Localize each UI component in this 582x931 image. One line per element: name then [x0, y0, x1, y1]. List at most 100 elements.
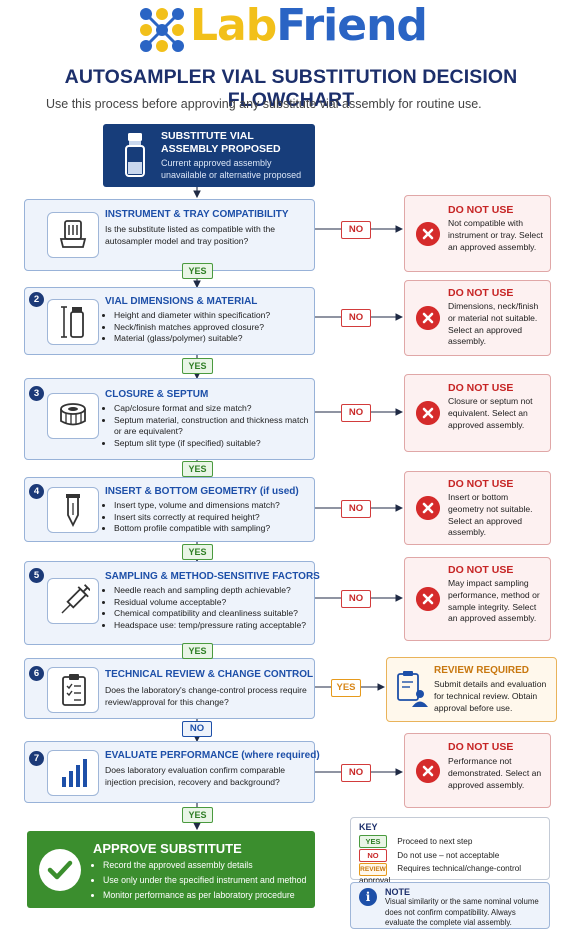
do-not-use-box: DO NOT USE Closure or septum not equival…: [404, 374, 551, 452]
key-chip-review: REVIEW: [359, 863, 387, 876]
no-label: NO: [341, 309, 371, 327]
do-not-use-box: DO NOT USE Insert or bottom geometry not…: [404, 471, 551, 545]
vial-icon: [125, 133, 145, 177]
step-7-box: EVALUATE PERFORMANCE (where required) Do…: [24, 741, 320, 803]
key-row-yes: YES Proceed to next step: [359, 835, 472, 848]
labfriend-logo: LabFriend: [138, 0, 444, 58]
do-not-use-box: DO NOT USE Dimensions, neck/finish or ma…: [404, 280, 551, 356]
bar-chart-icon: [62, 759, 87, 787]
step-3-bullet: Cap/closure format and size match?: [114, 403, 310, 415]
yes-label: YES: [182, 461, 213, 477]
step-4-bullet: Insert type, volume and dimensions match…: [114, 500, 310, 512]
step-5-box: SAMPLING & METHOD-SENSITIVE FACTORS Need…: [24, 561, 320, 645]
review-person-icon: [397, 671, 428, 707]
start-title: SUBSTITUTE VIAL ASSEMBLY PROPOSED: [161, 130, 281, 155]
step-6-title: TECHNICAL REVIEW & CHANGE CONTROL: [105, 669, 314, 680]
yes-label: YES: [182, 358, 213, 374]
step-2-number: 2: [29, 292, 44, 307]
step-6-number: 6: [29, 666, 44, 681]
step-3-title: CLOSURE & SEPTUM: [105, 389, 209, 400]
do-not-use-title: DO NOT USE: [448, 382, 514, 394]
approve-bullet: Record the approved assembly details: [103, 858, 311, 873]
do-not-use-title: DO NOT USE: [448, 564, 514, 576]
yes-label: YES: [182, 807, 213, 823]
do-not-use-text: May impact sampling performance, method …: [448, 578, 540, 624]
no-label: NO: [341, 404, 371, 422]
step-2-bullet: Material (glass/polymer) suitable?: [114, 333, 310, 345]
review-text: Submit details and evaluation for techni…: [434, 679, 547, 713]
step-2-icon-frame: [47, 299, 99, 345]
ruler-vial-icon: [61, 306, 84, 338]
step-4-icon-frame: [47, 487, 99, 533]
approve-bullets: Record the approved assembly details Use…: [93, 858, 311, 903]
do-not-use-box: DO NOT USE Not compatible with instrumen…: [404, 195, 551, 272]
step-5-title: SAMPLING & METHOD-SENSITIVE FACTORS: [105, 571, 320, 582]
no-label: NO: [341, 221, 371, 239]
key-text-yes: Proceed to next step: [397, 837, 473, 846]
no-label: NO: [341, 500, 371, 518]
step-7-title: EVALUATE PERFORMANCE (where required): [105, 750, 320, 761]
step-1-box: INSTRUMENT & TRAY COMPATIBILITY Is the s…: [24, 199, 315, 271]
cap-icon: [60, 403, 86, 426]
x-circle-icon: [416, 222, 440, 246]
do-not-use-text: Dimensions, neck/finish or material not …: [448, 301, 539, 347]
x-circle-icon: [416, 401, 440, 425]
key-text-no: Do not use – not acceptable: [397, 851, 500, 860]
step-6-icon-frame: [47, 667, 99, 713]
do-not-use-title: DO NOT USE: [448, 204, 514, 216]
step-4-number: 4: [29, 484, 44, 499]
do-not-use-title: DO NOT USE: [448, 478, 514, 490]
yes-review-label: YES: [331, 679, 361, 697]
do-not-use-title: DO NOT USE: [448, 287, 514, 299]
do-not-use-text: Performance not demonstrated. Select an …: [448, 756, 542, 790]
key-legend: KEY YES Proceed to next step NO Do not u…: [350, 817, 550, 885]
step-1-title: INSTRUMENT & TRAY COMPATIBILITY: [105, 209, 289, 220]
key-title: KEY: [359, 822, 378, 832]
step-2-box: VIAL DIMENSIONS & MATERIAL Height and di…: [24, 287, 315, 355]
step-5-bullet: Chemical compatibility and cleanliness s…: [114, 608, 310, 620]
x-circle-icon: [416, 587, 440, 611]
step-3-icon-frame: [47, 393, 99, 439]
x-circle-icon: [416, 306, 440, 330]
insert-icon: [66, 494, 80, 527]
key-text-review: Requires technical/change-control approv…: [359, 864, 522, 885]
step-2-title: VIAL DIMENSIONS & MATERIAL: [105, 296, 258, 307]
step-3-bullet: Septum material, construction and thickn…: [114, 415, 310, 438]
key-row-no: NO Do not use – not acceptable: [359, 849, 499, 862]
step-4-title: INSERT & BOTTOM GEOMETRY (if used): [105, 486, 299, 497]
page-title: AUTOSAMPLER VIAL SUBSTITUTION DECISION F…: [64, 66, 518, 111]
check-circle-icon: [39, 849, 81, 891]
step-2-bullets: Height and diameter within specification…: [105, 310, 310, 345]
do-not-use-text: Closure or septum not equivalent. Select…: [448, 396, 533, 430]
step-1-text: Is the substitute listed as compatible w…: [105, 224, 276, 246]
approve-title: APPROVE SUBSTITUTE: [93, 841, 242, 856]
no-label: NO: [182, 721, 212, 737]
do-not-use-title: DO NOT USE: [448, 741, 514, 753]
step-4-bullet: Bottom profile compatible with sampling?: [114, 523, 310, 535]
review-title: REVIEW REQUIRED: [434, 665, 530, 676]
page-subtitle: Use this process before approving any su…: [46, 97, 482, 111]
do-not-use-text: Insert or bottom geometry not suitable. …: [448, 492, 533, 538]
step-6-text: Does the laboratory's change-control pro…: [105, 685, 307, 707]
x-circle-icon: [416, 759, 440, 783]
step-3-box: CLOSURE & SEPTUM Cap/closure format and …: [24, 378, 315, 460]
review-required-box: REVIEW REQUIRED Submit details and evalu…: [386, 657, 557, 722]
yes-label: YES: [182, 544, 213, 560]
no-label: NO: [341, 764, 371, 782]
step-5-bullet: Headspace use: temp/pressure rating acce…: [114, 620, 310, 632]
step-3-bullet: Septum slit type (if specified) suitable…: [114, 438, 310, 450]
step-5-bullets: Needle reach and sampling depth achievab…: [105, 585, 310, 631]
brand-name: LabFriend: [190, 0, 428, 51]
step-4-box: INSERT & BOTTOM GEOMETRY (if used) Inser…: [24, 477, 315, 542]
do-not-use-box: DO NOT USE May impact sampling performan…: [404, 557, 551, 641]
step-7-text: Does laboratory evaluation confirm compa…: [105, 765, 286, 787]
step-2-bullet: Height and diameter within specification…: [114, 310, 310, 322]
step-5-icon-frame: [47, 578, 99, 624]
note-box: i NOTE Visual similarity or the same nom…: [350, 882, 550, 929]
step-7-number: 7: [29, 751, 44, 766]
note-text: Visual similarity or the same nominal vo…: [385, 897, 539, 927]
no-label: NO: [341, 590, 371, 608]
start-box: SUBSTITUTE VIAL ASSEMBLY PROPOSED Curren…: [103, 124, 315, 187]
approve-substitute-box: APPROVE SUBSTITUTE Record the approved a…: [27, 831, 315, 908]
do-not-use-box: DO NOT USE Performance not demonstrated.…: [404, 733, 551, 808]
